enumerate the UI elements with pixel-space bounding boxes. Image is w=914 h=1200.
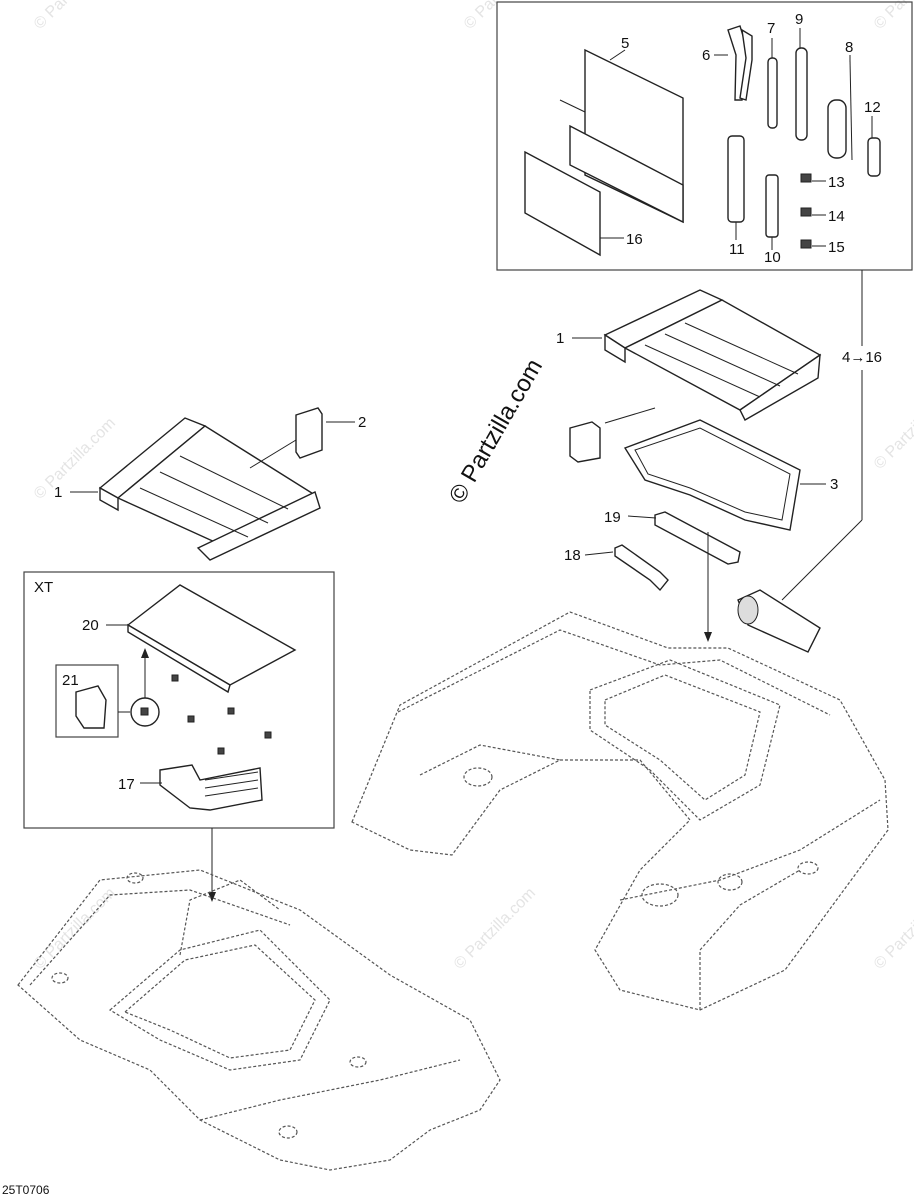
wrench-large bbox=[795, 47, 808, 141]
callout-1-left: 1 bbox=[54, 484, 62, 501]
callout-9: 9 bbox=[795, 11, 803, 28]
callout-20: 20 bbox=[82, 617, 99, 634]
xt-box bbox=[23, 571, 335, 829]
owner-manual bbox=[524, 150, 601, 257]
rear-fender-right bbox=[351, 611, 889, 1011]
callout-2: 2 bbox=[358, 414, 366, 431]
watermark-text: © Partzilla.com bbox=[871, 385, 914, 473]
callout-13: 13 bbox=[828, 174, 845, 191]
fuse-15 bbox=[800, 239, 812, 249]
wrench-18 bbox=[614, 544, 669, 592]
fuse-14 bbox=[800, 207, 812, 217]
callout-18: 18 bbox=[564, 547, 581, 564]
fastener bbox=[264, 731, 272, 739]
rack-clip-left bbox=[295, 407, 323, 459]
callout-19: 19 bbox=[604, 509, 621, 526]
callout-6: 6 bbox=[702, 47, 710, 64]
bracket-19 bbox=[654, 511, 741, 565]
tool-kit-box bbox=[496, 1, 913, 271]
callout-4-16: 4→16 bbox=[842, 349, 882, 366]
spark-plug-socket-large bbox=[727, 135, 745, 223]
watermark-text: © Partzilla.com bbox=[31, 0, 119, 33]
callout-7: 7 bbox=[767, 20, 775, 37]
rear-fender-left bbox=[17, 869, 501, 1171]
clip-21-box bbox=[55, 664, 119, 738]
screwdriver-bit bbox=[867, 137, 881, 177]
rear-rack-center bbox=[603, 289, 822, 421]
watermark-text: © Partzilla.com bbox=[451, 885, 539, 973]
clip-21 bbox=[75, 685, 107, 729]
callout-1-center: 1 bbox=[556, 330, 564, 347]
fastener bbox=[227, 707, 235, 715]
tray-20 bbox=[126, 584, 297, 686]
rear-rack-left bbox=[98, 417, 321, 561]
fastener bbox=[217, 747, 225, 755]
callout-15: 15 bbox=[828, 239, 845, 256]
callout-16: 16 bbox=[626, 231, 643, 248]
fastener bbox=[171, 674, 179, 682]
callout-12: 12 bbox=[864, 99, 881, 116]
fastener bbox=[187, 715, 195, 723]
rack-clip-center bbox=[569, 421, 601, 463]
watermark-text: © Partzilla.com bbox=[31, 885, 119, 973]
xt-frame bbox=[23, 571, 335, 829]
wrench-small bbox=[767, 57, 778, 129]
storage-gasket bbox=[623, 419, 801, 531]
callout-8: 8 bbox=[845, 39, 853, 56]
tool-kit-frame bbox=[496, 1, 913, 271]
label-xt: XT bbox=[34, 579, 53, 596]
callout-3: 3 bbox=[830, 476, 838, 493]
callout-21: 21 bbox=[62, 672, 79, 689]
spark-plug-socket-small bbox=[765, 174, 779, 238]
watermark-text: © Partzilla.com bbox=[461, 0, 549, 33]
callout-11: 11 bbox=[729, 241, 745, 258]
screwdriver bbox=[827, 99, 847, 159]
callout-10: 10 bbox=[764, 249, 781, 266]
tool-pouch-pocket bbox=[569, 124, 684, 224]
watermark-center: © Partzilla.com bbox=[444, 354, 548, 508]
callout-5: 5 bbox=[621, 35, 629, 52]
fuse-13 bbox=[800, 173, 812, 183]
callout-14: 14 bbox=[828, 208, 845, 225]
callout-17: 17 bbox=[118, 776, 135, 793]
watermark-text: © Partzilla.com bbox=[871, 0, 914, 33]
watermark-text: © Partzilla.com bbox=[871, 885, 914, 973]
diagram-code: 25T0706 bbox=[2, 1183, 50, 1197]
